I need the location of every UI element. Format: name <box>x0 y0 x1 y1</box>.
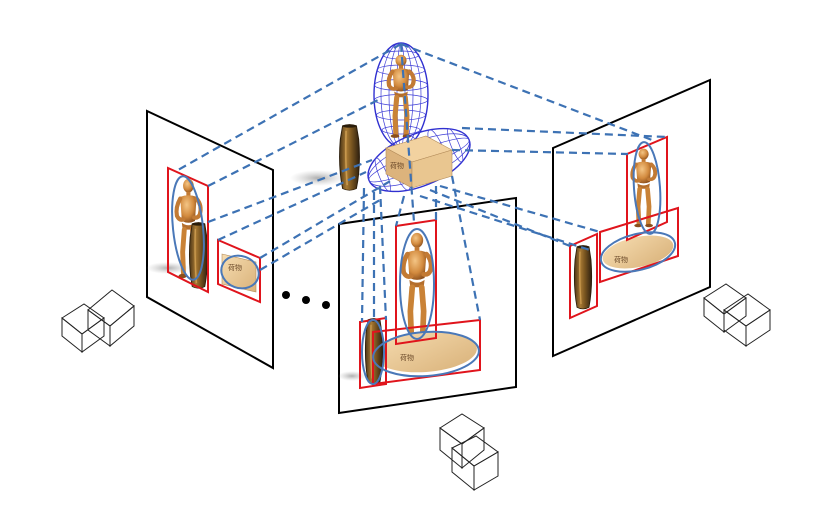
right-ellipse-box <box>599 231 677 273</box>
ray <box>461 126 668 139</box>
left-ellipse-mannequin <box>171 175 205 281</box>
projection-rays <box>177 42 668 323</box>
scene-box-marking: 荷物 <box>390 161 404 170</box>
camera-center <box>439 413 499 492</box>
center-bbox-mannequin <box>395 218 437 346</box>
reconstructed-3d-scene: 荷物 <box>290 42 471 193</box>
left-vase <box>188 221 209 290</box>
right-vase <box>573 244 593 310</box>
center-box: 荷物 <box>373 331 477 373</box>
ray <box>394 195 406 227</box>
left-image-plane <box>146 109 274 370</box>
center-bbox-box <box>372 318 481 386</box>
center-ellipse-vase <box>361 319 385 385</box>
ellipsis-dot <box>282 291 290 299</box>
center-bbox-vase <box>359 316 387 390</box>
more-views-ellipsis <box>282 291 330 309</box>
ray <box>419 194 591 252</box>
left-ellipse-box <box>220 254 260 290</box>
ray <box>400 42 653 142</box>
left-box-marking: 荷物 <box>228 263 242 272</box>
right-view: 荷物 <box>552 78 711 358</box>
camera-right <box>703 283 771 347</box>
right-bbox-mannequin <box>626 135 668 242</box>
scene-box: 荷物 <box>385 135 453 189</box>
ray <box>217 171 367 241</box>
left-bbox-box <box>217 238 261 304</box>
center-view: 荷物 <box>338 196 517 415</box>
center-box-marking: 荷物 <box>400 353 414 362</box>
ray <box>207 99 379 187</box>
ray <box>450 175 482 321</box>
right-box: 荷物 <box>602 235 674 269</box>
ray <box>439 184 601 234</box>
ray <box>360 187 366 323</box>
ray <box>378 185 388 321</box>
ray <box>259 199 381 271</box>
ray <box>451 148 629 156</box>
ellipsis-dot <box>322 301 330 309</box>
right-box-marking: 荷物 <box>614 255 628 264</box>
ellipsis-dot <box>302 296 310 304</box>
left-bbox-mannequin <box>167 166 209 294</box>
camera-left <box>61 289 135 354</box>
ray <box>207 158 373 224</box>
center-ellipse-mannequin <box>399 228 435 340</box>
center-image-plane <box>338 196 517 415</box>
right-image-plane <box>552 78 711 358</box>
scene-mannequin <box>389 55 414 138</box>
right-ellipse-mannequin <box>632 141 662 235</box>
right-bbox-box <box>599 206 679 284</box>
ray <box>177 43 402 171</box>
center-ellipse-box <box>372 330 480 378</box>
right-bbox-vase <box>569 232 598 320</box>
left-view: 荷物 <box>146 109 274 370</box>
center-shadow <box>338 371 366 381</box>
scene-vase-shadow <box>290 170 346 186</box>
ray <box>399 43 416 223</box>
